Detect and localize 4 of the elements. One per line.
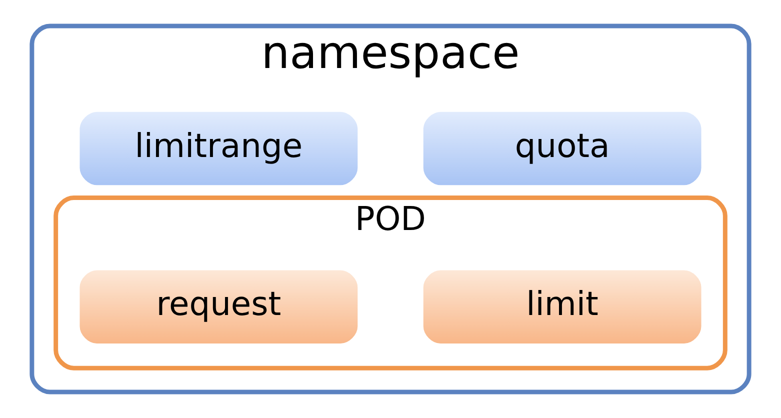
node-box: limit (422, 268, 703, 345)
node-box: quota (422, 110, 703, 187)
node-box: limitrange (78, 110, 360, 187)
node-box: request (78, 268, 360, 345)
